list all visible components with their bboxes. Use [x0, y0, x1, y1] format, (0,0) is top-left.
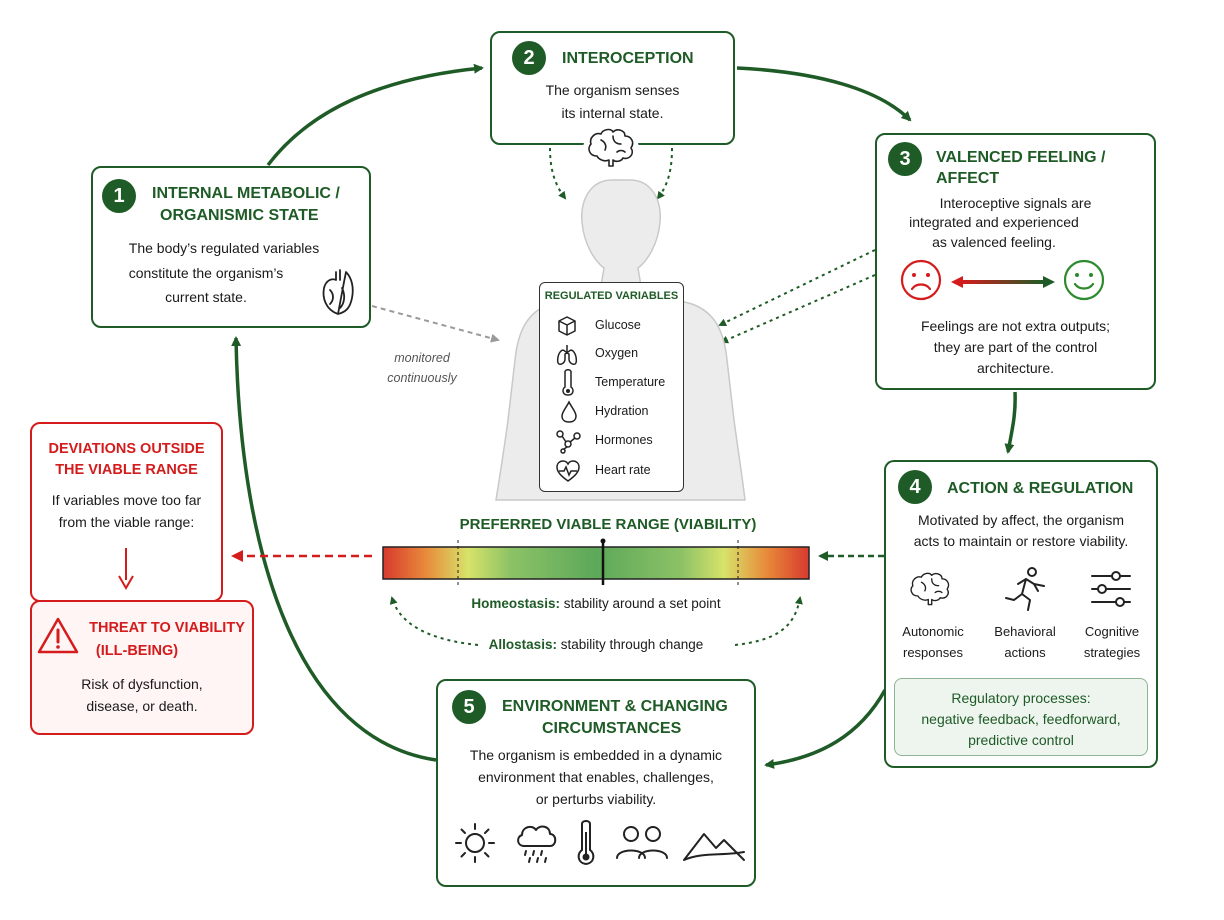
step3-number: 3 — [888, 142, 922, 176]
step1-body-line3: current state. — [165, 289, 247, 305]
lungs-icon — [556, 345, 578, 365]
action-autonomic-line2: responses — [903, 645, 963, 660]
step3-note-line1: Feelings are not extra outputs; — [920, 318, 1111, 334]
monitored-label-line1: monitored — [394, 351, 450, 365]
brain-icon — [583, 126, 639, 172]
step5-body-line1: The organism is embedded in a dynamic — [469, 747, 723, 763]
step5-card — [436, 679, 756, 887]
thermometer-icon — [577, 820, 595, 866]
cycle-arrow-2-to-3 — [736, 66, 912, 122]
step5-title-line2: CIRCUMSTANCES — [542, 720, 682, 737]
step3-body-line2: integrated and experienced — [909, 214, 1079, 230]
sun-icon — [455, 823, 495, 863]
step3-body-line1: Interoceptive signals are — [939, 195, 1092, 211]
mountains-icon — [683, 833, 745, 861]
step4-body-line2: acts to maintain or restore viability. — [913, 533, 1129, 549]
step5-body-line3: or perturbs viability. — [535, 791, 657, 807]
step2-title: INTEROCEPTION — [562, 50, 694, 67]
sliders-icon — [1091, 571, 1131, 607]
step1-title-line2: ORGANISMIC STATE — [160, 207, 319, 224]
step2-body-line1: The organism senses — [545, 82, 680, 98]
threat-body-line1: Risk of dysfunction, — [81, 676, 203, 692]
regulated-variables-title: REGULATED VARIABLES — [544, 290, 679, 302]
variable-hydration: Hydration — [595, 404, 649, 418]
monitored-label-line2: continuously — [387, 371, 457, 385]
regulatory-processes-line2: negative feedback, feedforward, — [921, 711, 1121, 727]
step5-number: 5 — [452, 690, 486, 724]
allostasis-label: Allostasis: stability through change — [383, 637, 809, 652]
cycle-arrow-1-to-2 — [266, 63, 484, 167]
rain-cloud-icon — [517, 825, 557, 863]
step4-title: ACTION & REGULATION — [947, 480, 1134, 497]
regulatory-processes-line1: Regulatory processes: — [951, 690, 1091, 706]
people-icon — [616, 826, 668, 859]
action-behavioral-line1: Behavioral — [994, 624, 1056, 639]
step3-title-line2: AFFECT — [936, 170, 1000, 187]
regulatory-processes-panel — [894, 678, 1148, 756]
threat-title-line2: (ILL-BEING) — [95, 643, 179, 659]
variable-hormones: Hormones — [595, 433, 653, 447]
step4-body-line1: Motivated by affect, the organism — [918, 512, 1124, 528]
variable-oxygen: Oxygen — [595, 346, 639, 360]
step3-note-line2: they are part of the control — [933, 339, 1098, 355]
regulated-variables-panel — [539, 282, 684, 492]
step2-body-line2: its internal state. — [561, 105, 664, 121]
step2-number: 2 — [512, 41, 546, 75]
variable-heart-rate: Heart rate — [595, 463, 651, 477]
down-arrow-icon — [118, 548, 134, 590]
threat-card — [30, 600, 254, 735]
cycle-arrow-4-to-5 — [764, 689, 887, 769]
deviation-title-line2: THE VIABLE RANGE — [55, 462, 198, 478]
thermometer-icon — [562, 369, 574, 396]
allostasis-text: stability through change — [560, 637, 704, 652]
threat-body-line2: disease, or death. — [86, 698, 198, 714]
step5-title-line1: ENVIRONMENT & CHANGING — [502, 698, 728, 715]
step3-note-line3: architecture. — [976, 360, 1055, 376]
deviation-body-line2: from the viable range: — [58, 514, 195, 530]
heart-rate-icon — [556, 460, 580, 482]
warning-icon — [37, 617, 79, 654]
brain-icon — [910, 572, 950, 606]
deviation-body-line1: If variables move too far — [51, 492, 202, 508]
step1-body-line2: constitute the organism’s — [128, 265, 284, 281]
threat-title-line1: THREAT TO VIABILITY — [89, 620, 245, 636]
droplet-icon — [561, 400, 577, 423]
step4-number: 4 — [898, 470, 932, 504]
viable-range-title: PREFERRED VIABLE RANGE (VIABILITY) — [459, 516, 757, 533]
cycle-arrow-3-to-4 — [1004, 391, 1017, 454]
valence-arrow-icon — [951, 276, 1055, 288]
action-cognitive-line2: strategies — [1083, 645, 1141, 660]
viable-range-bar — [382, 546, 810, 580]
running-person-icon — [1005, 567, 1045, 611]
deviation-title-line1: DEVIATIONS OUTSIDE — [48, 441, 205, 457]
happy-face-icon — [1063, 259, 1105, 301]
action-behavioral-line2: actions — [1004, 645, 1046, 660]
variable-temperature: Temperature — [595, 375, 666, 389]
action-cognitive-line1: Cognitive — [1084, 624, 1140, 639]
step1-body-line1: The body’s regulated variables — [128, 240, 320, 256]
variable-glucose: Glucose — [595, 318, 641, 332]
step5-body-line2: environment that enables, challenges, — [478, 769, 714, 785]
cube-icon — [558, 316, 576, 336]
step1-title-line1: INTERNAL METABOLIC / — [152, 185, 340, 202]
action-autonomic-line1: Autonomic — [902, 624, 964, 639]
cycle-arrow-5-to-1 — [231, 336, 437, 762]
homeostasis-label: Homeostasis: stability around a set poin… — [383, 596, 809, 611]
regulatory-processes-line3: predictive control — [968, 732, 1074, 748]
molecule-icon — [556, 430, 581, 454]
step3-title-line1: VALENCED FEELING / — [936, 149, 1106, 166]
step3-body-line3: as valenced feeling. — [932, 234, 1056, 250]
homeostasis-term: Homeostasis: — [471, 596, 560, 611]
step1-number: 1 — [102, 179, 136, 213]
homeostasis-text: stability around a set point — [563, 596, 721, 611]
sad-face-icon — [900, 259, 942, 301]
heart-organ-icon — [322, 269, 354, 315]
allostasis-term: Allostasis: — [488, 637, 557, 652]
